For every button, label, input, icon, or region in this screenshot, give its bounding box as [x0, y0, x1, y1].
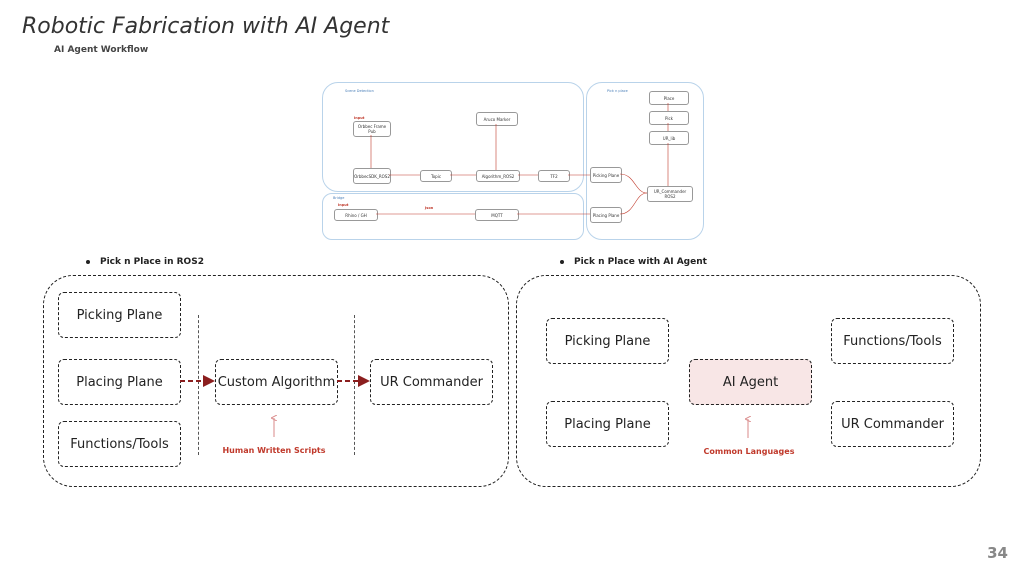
custom-algorithm: Custom Algorithm: [215, 359, 338, 405]
tag-input-top: Input: [354, 116, 365, 120]
left-panel-heading: Pick n Place in ROS2: [86, 257, 204, 267]
node-picking-plane: Picking Plane: [590, 167, 622, 183]
right-panel-heading: Pick n Place with AI Agent: [560, 257, 707, 267]
node-orbbec-frame: Orbbec Frame Pub: [353, 121, 391, 137]
node-placing-plane: Placing Plane: [590, 207, 622, 223]
right-panel-heading-text: Pick n Place with AI Agent: [574, 257, 707, 267]
slide-subtitle: AI Agent Workflow: [54, 45, 149, 55]
right-picking-plane: Picking Plane: [546, 318, 669, 364]
group-bridge: Bridge: [322, 193, 584, 240]
node-place: Place: [649, 91, 689, 105]
node-orbbec-ros2: OrbbecSDK_ROS2: [353, 168, 391, 184]
node-ur-lib: UR_lib: [649, 131, 689, 145]
right-caption: Common Languages: [703, 447, 795, 456]
slide-title: Robotic Fabrication with AI Agent: [22, 14, 390, 39]
right-functions-tools: Functions/Tools: [831, 318, 954, 364]
bullet-icon: [560, 259, 564, 264]
group-label-bridge: Bridge: [333, 196, 345, 200]
left-picking-plane: Picking Plane: [58, 292, 181, 338]
group-label-scene: Scene Detection: [345, 89, 374, 93]
left-caption: Human Written Scripts: [222, 446, 326, 455]
left-divider-2: [354, 315, 355, 455]
left-panel-heading-text: Pick n Place in ROS2: [100, 257, 204, 267]
group-pick-n-place: Pick n place: [586, 82, 704, 240]
left-panel: [43, 275, 509, 487]
left-divider-1: [198, 315, 199, 455]
tag-json: Json: [425, 206, 434, 210]
node-mqtt: MQTT: [475, 209, 519, 221]
node-tf2: TF2: [538, 170, 570, 182]
group-label-pick: Pick n place: [607, 89, 628, 93]
node-rhino-gh: Rhino / GH: [334, 209, 378, 221]
node-ur-commander: UR_Commander ROS2: [647, 186, 693, 202]
bullet-icon: [86, 259, 90, 264]
left-ur-commander: UR Commander: [370, 359, 493, 405]
node-pick: Pick: [649, 111, 689, 125]
right-ur-commander: UR Commander: [831, 401, 954, 447]
group-scene-detection: Scene Detection: [322, 82, 584, 192]
left-functions-tools: Functions/Tools: [58, 421, 181, 467]
right-panel: [516, 275, 981, 487]
ai-agent: AI Agent: [689, 359, 812, 405]
left-placing-plane: Placing Plane: [58, 359, 181, 405]
right-placing-plane: Placing Plane: [546, 401, 669, 447]
tag-input-bottom: Input: [338, 203, 349, 207]
node-aruco: Aruco Marker: [476, 112, 518, 126]
page-number: 34: [987, 544, 1008, 562]
node-topic: Topic: [420, 170, 452, 182]
node-algorithm: Algorithm_ROS2: [476, 170, 520, 182]
